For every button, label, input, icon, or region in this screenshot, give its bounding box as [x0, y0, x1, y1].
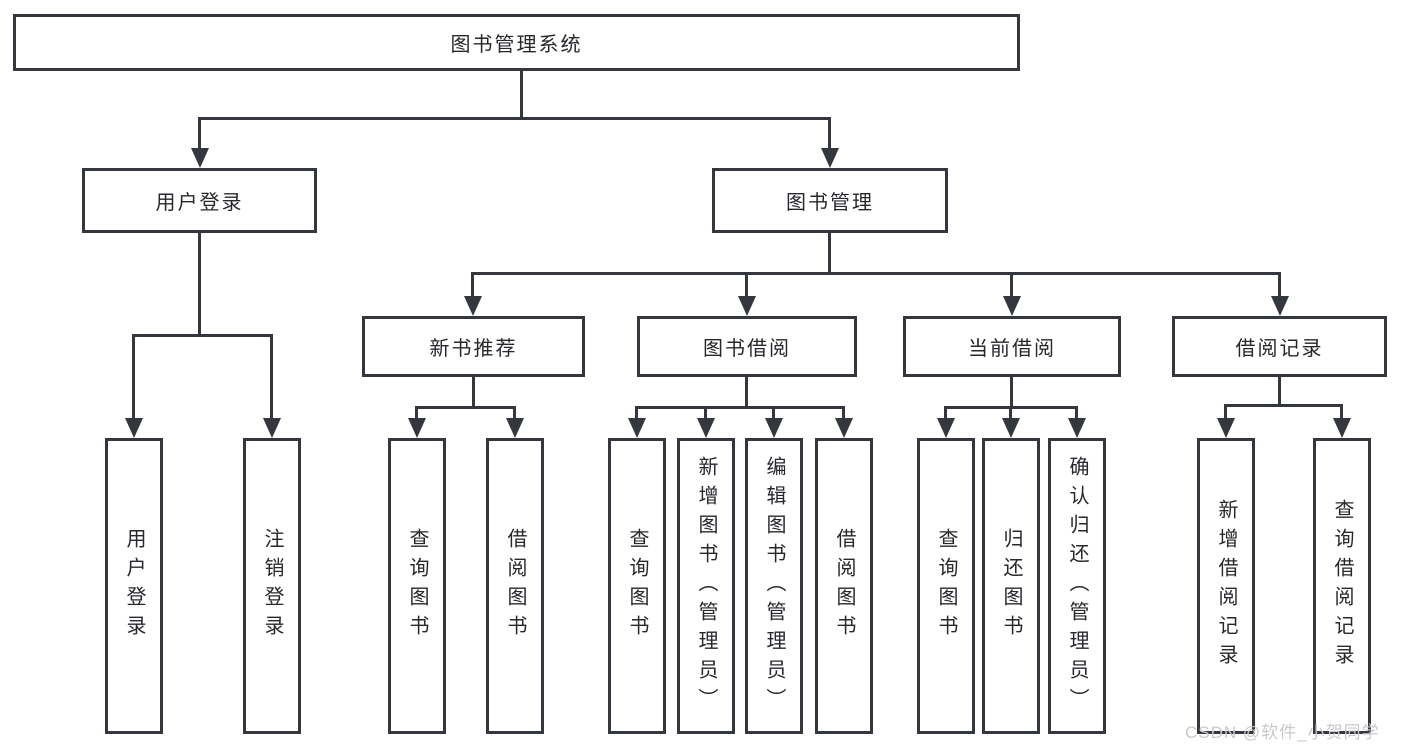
node-new-book-recommend: 新书推荐 [362, 316, 585, 377]
arrow-down-icon [198, 117, 201, 148]
leaf-label: 编辑图书（管理员） [763, 455, 785, 717]
arrow-down-icon [270, 334, 273, 418]
leaf-confirm-return-admin: 确认归还（管理员） [1048, 438, 1106, 734]
leaf-add-books-admin: 新增图书（管理员） [677, 438, 735, 734]
arrow-down-icon [828, 117, 831, 148]
connector-line [472, 377, 475, 409]
arrow-down-icon [1010, 272, 1013, 296]
connector-line [635, 406, 845, 409]
leaf-label: 查询借阅记录 [1331, 499, 1353, 673]
leaf-label: 注销登录 [261, 528, 283, 644]
arrow-down-icon [132, 334, 135, 418]
arrow-down-icon [944, 406, 947, 418]
connector-line [828, 233, 831, 275]
leaf-label: 查询图书 [406, 528, 428, 644]
connector-line [132, 334, 273, 337]
leaf-label: 借阅图书 [504, 528, 526, 644]
leaf-borrow-books: 借阅图书 [815, 438, 873, 734]
leaf-label: 归还图书 [1000, 528, 1022, 644]
node-current-borrow: 当前借阅 [903, 316, 1121, 377]
arrow-down-icon [1075, 406, 1078, 418]
arrow-down-icon [1009, 406, 1012, 418]
connector-line [198, 233, 201, 337]
leaf-user-login: 用户登录 [105, 438, 163, 734]
node-book-management: 图书管理 [712, 168, 948, 233]
arrow-down-icon [1224, 404, 1227, 418]
connector-line [415, 406, 516, 409]
csdn-watermark: CSDN @软件_小贺同学 [1185, 723, 1380, 742]
node-label: 借阅记录 [1235, 338, 1324, 360]
arrow-down-icon [745, 272, 748, 296]
leaf-label: 用户登录 [123, 528, 145, 644]
arrow-down-icon [704, 406, 707, 418]
node-book-borrow: 图书借阅 [637, 316, 857, 377]
node-borrow-records: 借阅记录 [1172, 316, 1387, 377]
node-library-management-system: 图书管理系统 [13, 14, 1020, 71]
arrow-down-icon [471, 272, 474, 296]
leaf-label: 查询图书 [935, 528, 957, 644]
node-user-login: 用户登录 [82, 168, 317, 233]
node-label: 图书管理系统 [450, 34, 583, 56]
leaf-add-borrow-record: 新增借阅记录 [1197, 438, 1255, 734]
connector-line [471, 272, 1281, 275]
leaf-logout: 注销登录 [243, 438, 301, 734]
connector-line [520, 71, 523, 120]
leaf-borrow-books-recommend: 借阅图书 [486, 438, 544, 734]
arrow-down-icon [1278, 272, 1281, 296]
node-label: 图书管理 [786, 192, 874, 214]
node-label: 当前借阅 [968, 338, 1056, 360]
arrow-down-icon [513, 406, 516, 418]
connector-line [198, 117, 831, 120]
node-label: 新书推荐 [429, 338, 518, 360]
leaf-edit-books-admin: 编辑图书（管理员） [745, 438, 803, 734]
leaf-query-books-current: 查询图书 [917, 438, 975, 734]
leaf-label: 借阅图书 [833, 528, 855, 644]
arrow-down-icon [842, 406, 845, 418]
leaf-query-borrow-record: 查询借阅记录 [1313, 438, 1371, 734]
leaf-label: 确认归还（管理员） [1066, 455, 1088, 717]
arrow-down-icon [1340, 404, 1343, 418]
leaf-query-books-borrow: 查询图书 [608, 438, 666, 734]
leaf-query-books-recommend: 查询图书 [388, 438, 446, 734]
leaf-label: 新增借阅记录 [1215, 499, 1237, 673]
node-label: 图书借阅 [703, 338, 791, 360]
leaf-label: 新增图书（管理员） [695, 455, 717, 717]
connector-line [1010, 377, 1013, 409]
arrow-down-icon [415, 406, 418, 418]
node-label: 用户登录 [155, 192, 244, 214]
connector-line [1224, 404, 1343, 407]
arrow-down-icon [772, 406, 775, 418]
arrow-down-icon [635, 406, 638, 418]
leaf-label: 查询图书 [626, 528, 648, 644]
connector-line [1278, 377, 1281, 407]
connector-line [745, 377, 748, 409]
leaf-return-books: 归还图书 [982, 438, 1040, 734]
